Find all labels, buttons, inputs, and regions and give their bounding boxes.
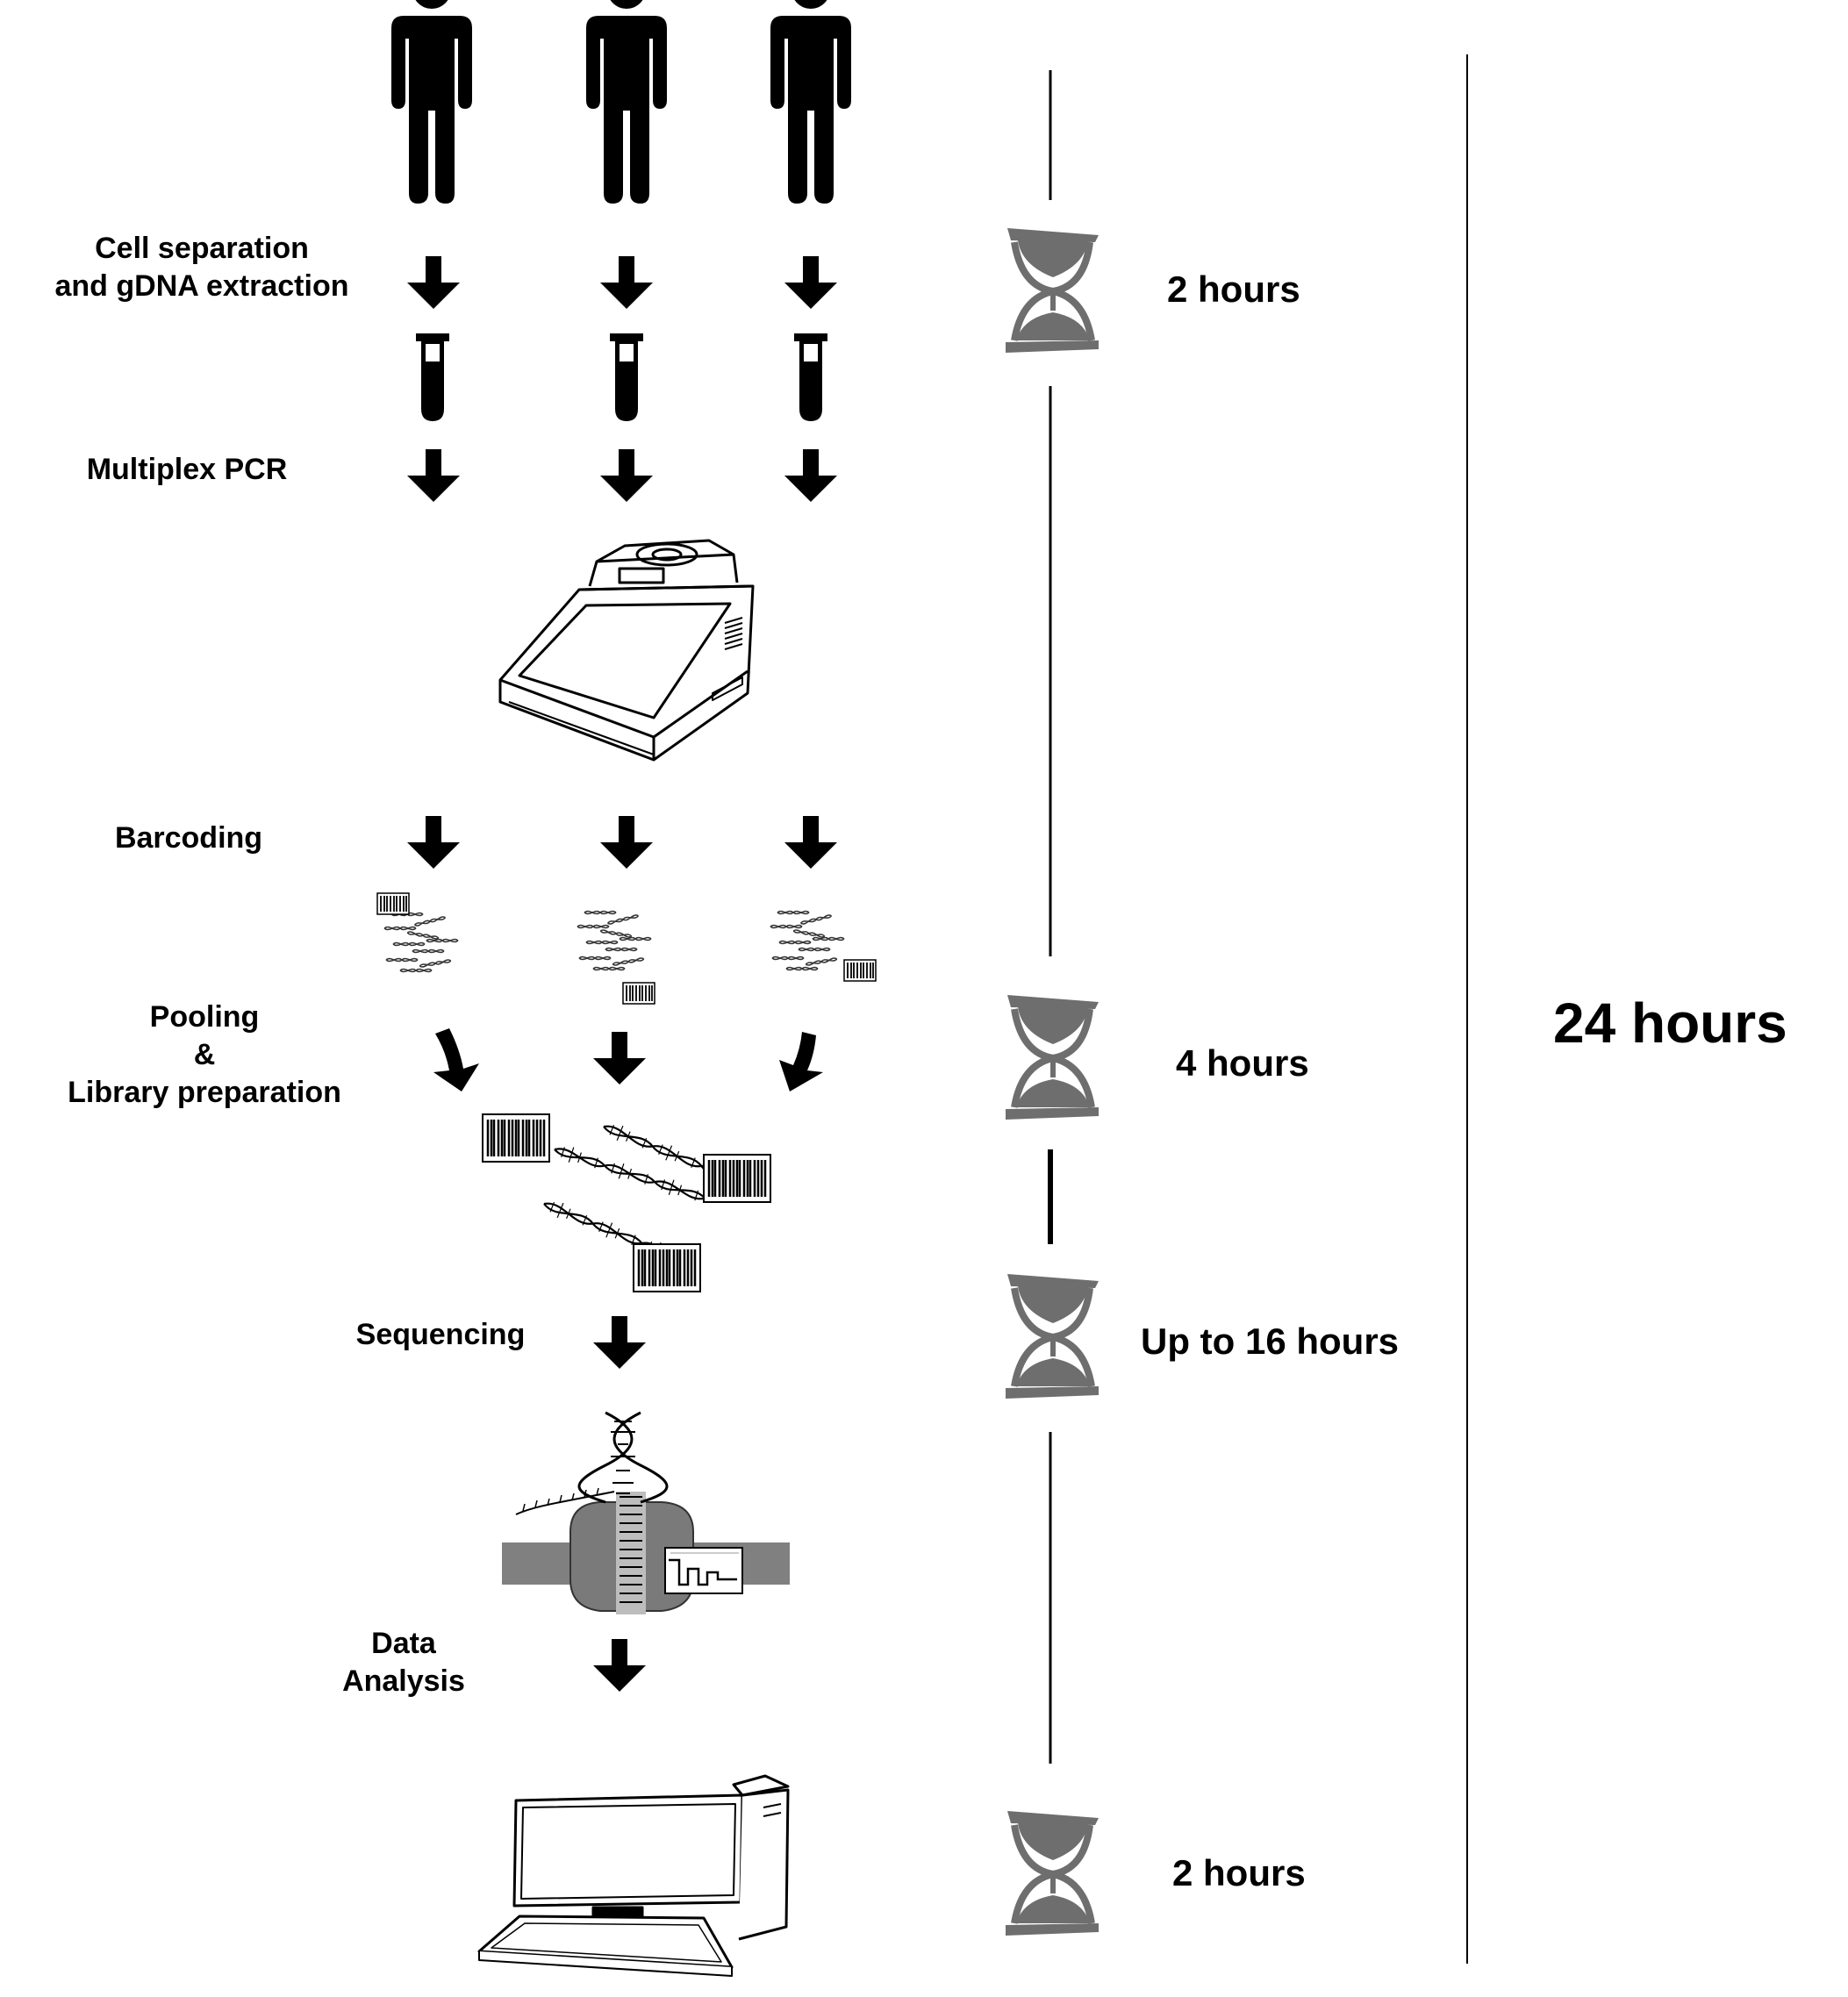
step-label-barcoding: Barcoding bbox=[114, 821, 263, 855]
test-tube-icon bbox=[416, 333, 449, 421]
step-label-data-analysis: Data Analysis bbox=[342, 1627, 465, 1698]
step-label-sequencing: Sequencing bbox=[355, 1318, 526, 1351]
barcode-icon bbox=[376, 892, 410, 915]
down-arrow-icon bbox=[407, 449, 460, 502]
step-label-pooling: Pooling & Library preparation bbox=[68, 1000, 341, 1109]
duration-sequencing: Up to 16 hours bbox=[1141, 1321, 1400, 1362]
step-label-cell-separation: Cell separation and gDNA extraction bbox=[54, 232, 349, 303]
test-tube-icon bbox=[610, 333, 643, 421]
dna-strand-icon bbox=[551, 1141, 709, 1207]
dna-strand-icon bbox=[384, 912, 844, 972]
person-icon bbox=[586, 0, 667, 204]
hourglass-icon bbox=[1006, 1811, 1099, 1936]
step-label-multiplex-pcr: Multiplex PCR bbox=[86, 453, 288, 486]
down-arrow-icon bbox=[407, 816, 460, 869]
barcode-icon bbox=[702, 1153, 772, 1204]
computer-icon bbox=[477, 1774, 790, 1977]
down-arrow-icon bbox=[784, 256, 837, 309]
hourglass-icon bbox=[1006, 228, 1099, 353]
down-arrow-icon bbox=[593, 1032, 646, 1084]
down-arrow-icon bbox=[600, 256, 653, 309]
nanopore-sequencer-icon bbox=[502, 1411, 790, 1614]
barcode-icon bbox=[622, 982, 655, 1005]
barcode-icon bbox=[632, 1242, 702, 1293]
down-arrow-icon bbox=[433, 1028, 479, 1092]
person-icon bbox=[770, 0, 851, 204]
down-arrow-icon bbox=[784, 816, 837, 869]
down-arrow-icon bbox=[407, 256, 460, 309]
down-arrow-icon bbox=[593, 1316, 646, 1369]
hourglass-icon bbox=[1006, 995, 1099, 1120]
down-arrow-icon bbox=[779, 1032, 823, 1092]
down-arrow-icon bbox=[593, 1639, 646, 1692]
hourglass-icon bbox=[1006, 1274, 1099, 1399]
barcode-icon bbox=[481, 1113, 551, 1163]
down-arrow-icon bbox=[784, 449, 837, 502]
pcr-machine-icon bbox=[498, 539, 755, 762]
duration-analysis: 2 hours bbox=[1172, 1852, 1306, 1893]
total-duration: 24 hours bbox=[1553, 991, 1787, 1055]
down-arrow-icon bbox=[600, 816, 653, 869]
down-arrow-icon bbox=[600, 449, 653, 502]
test-tube-icon bbox=[794, 333, 827, 421]
duration-extraction: 2 hours bbox=[1167, 268, 1300, 310]
duration-library: 4 hours bbox=[1176, 1042, 1309, 1084]
person-icon bbox=[391, 0, 472, 204]
barcode-icon bbox=[843, 959, 877, 982]
